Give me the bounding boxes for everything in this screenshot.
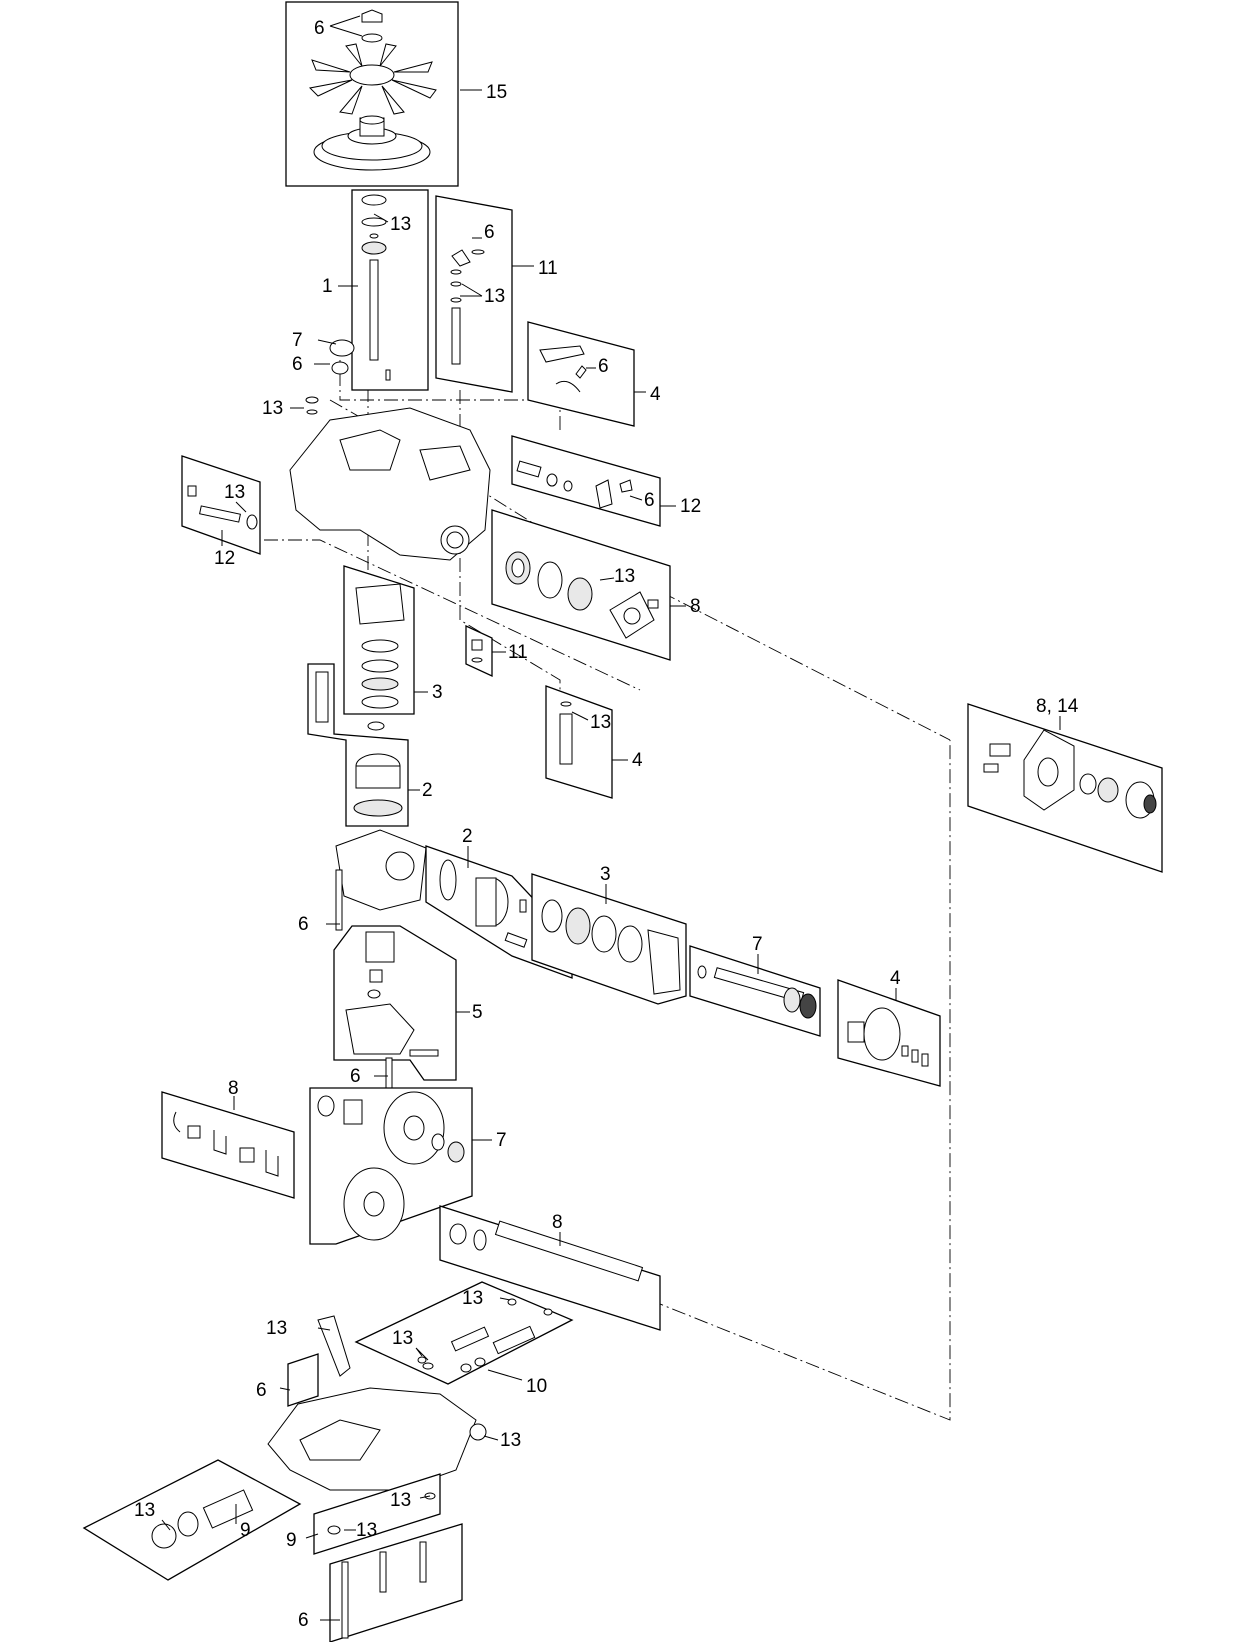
callout-swash-3: 3 [600, 864, 611, 885]
callout-bearing-8: 8 [690, 596, 701, 617]
fan-pulley-assembly [285, 1, 459, 187]
callout-filter-13: 13 [134, 1500, 155, 1521]
callout-plug-6: 6 [292, 354, 303, 375]
lower-housing [267, 1387, 487, 1491]
leader-lines [161, 15, 1061, 1621]
callout-valve-13a: 13 [462, 1288, 483, 1309]
callout-shims-8: 8 [228, 1078, 239, 1099]
callout-bolts-6: 6 [298, 1610, 309, 1631]
callout-kit12-left: 12 [214, 548, 235, 569]
callout-bearing-13: 13 [614, 566, 635, 587]
callout-left-13-top: 13 [262, 398, 283, 419]
swashplate-assembly [531, 873, 687, 1005]
callout-shaft-1: 1 [322, 276, 333, 297]
thrust-bearing-assembly [343, 565, 415, 715]
callout-plug-7: 7 [292, 330, 303, 351]
callout-fan-6: 6 [314, 18, 325, 39]
gasket-kit [287, 1353, 319, 1407]
callout-gears-7: 7 [496, 1130, 507, 1151]
sealant-tube [317, 1315, 351, 1377]
callout-pin-4: 4 [632, 750, 643, 771]
cover-assembly [333, 925, 457, 1095]
filter-kit [82, 1459, 302, 1581]
callout-plate-4: 4 [890, 968, 901, 989]
piston-assembly [307, 663, 409, 827]
callout-valve-13b: 13 [392, 1328, 413, 1349]
bolt-kit-9 [313, 1473, 441, 1555]
callout-small-11: 11 [508, 642, 528, 663]
callout-hub-8-14: 8, 14 [1036, 696, 1079, 717]
callout-arm-6: 6 [598, 356, 609, 377]
callout-bolts-13a: 13 [356, 1520, 377, 1541]
axle-shaft-assembly [439, 1205, 661, 1331]
callout-fan-15: 15 [486, 82, 507, 103]
callout-gasket-6: 6 [256, 1380, 267, 1401]
callout-lever-13: 13 [484, 286, 505, 307]
bolt-kit-6 [329, 1523, 463, 1642]
callout-cover-6: 6 [350, 1066, 361, 1087]
callout-piston-2: 2 [422, 780, 433, 801]
control-lever-assembly [435, 195, 513, 393]
bypass-kit-right [511, 435, 661, 527]
center-section-housing [335, 829, 427, 931]
pin-assembly [545, 685, 613, 799]
callout-bolts-13b: 13 [390, 1490, 411, 1511]
reduction-gear-assembly [309, 1087, 473, 1245]
bearing-seal-kit [491, 509, 671, 661]
callout-center-6: 6 [298, 914, 309, 935]
callout-kit12-right: 12 [680, 496, 701, 517]
upper-housing [289, 339, 491, 561]
small-spring-assembly [465, 624, 493, 678]
fan-blades [308, 43, 437, 115]
pulley [313, 115, 431, 171]
callout-shaft-13: 13 [390, 214, 411, 235]
callout-shaft-7: 7 [752, 934, 763, 955]
motor-shaft-assembly [689, 945, 821, 1037]
control-arm-assembly [527, 321, 635, 427]
callout-cover-5: 5 [472, 1002, 483, 1023]
shim-bracket-kit [161, 1091, 295, 1199]
brake-plate-assembly [837, 979, 941, 1087]
callout-cyl-2: 2 [462, 826, 473, 847]
callout-kit12-left-13: 13 [224, 482, 245, 503]
callout-filter-9: 9 [240, 1520, 251, 1541]
callout-kit12-right-6: 6 [644, 490, 655, 511]
callout-tube-13: 13 [266, 1318, 287, 1339]
callout-axle-8: 8 [552, 1212, 563, 1233]
callout-valve-10: 10 [526, 1376, 547, 1397]
callout-lever-6: 6 [484, 222, 495, 243]
callout-bolts-9: 9 [286, 1530, 297, 1551]
wheel-hub-assembly [967, 703, 1163, 873]
bypass-kit-left [181, 455, 261, 555]
callout-arm-4: 4 [650, 384, 661, 405]
callout-plug-13: 13 [500, 1430, 521, 1451]
input-shaft-assembly [351, 189, 429, 391]
callout-labels: 6 15 13 1 6 11 13 7 6 6 4 13 6 12 13 12 … [134, 18, 1079, 1631]
callout-pin-13: 13 [590, 712, 611, 733]
callout-lever-11: 11 [538, 258, 558, 279]
callout-thrust-3: 3 [432, 682, 443, 703]
check-valve-kit [354, 1281, 574, 1385]
